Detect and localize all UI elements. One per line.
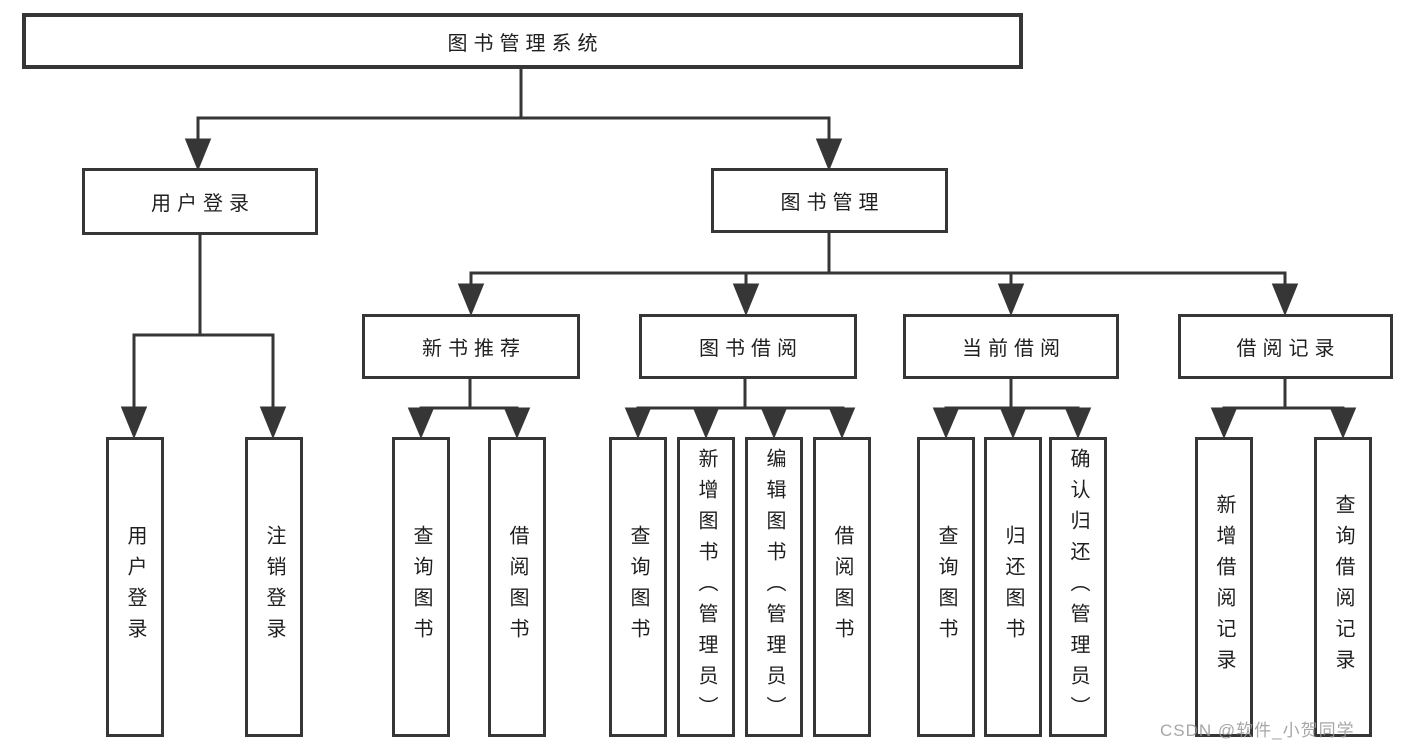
node-book-borrow-label: 图书借阅 (699, 338, 803, 360)
node-borrow-books-2: 借阅图书 (813, 437, 871, 737)
node-current-borrow: 当前借阅 (903, 314, 1119, 379)
node-edit-book-admin: 编辑图书（管理员） (745, 437, 803, 737)
node-logout-label: 注销登录 (263, 525, 285, 649)
connector-borrowrecords-to-leaves (1210, 379, 1357, 439)
node-user-login-label: 用户登录 (151, 193, 255, 215)
node-add-borrow-record: 新增借阅记录 (1195, 437, 1253, 737)
node-confirm-return-admin-label: 确认归还（管理员） (1067, 447, 1089, 727)
node-borrow-records: 借阅记录 (1178, 314, 1393, 379)
connector-userlogin-to-leaves (120, 235, 287, 439)
node-edit-book-admin-label: 编辑图书（管理员） (763, 447, 785, 727)
node-confirm-return-admin: 确认归还（管理员） (1049, 437, 1107, 737)
node-return-book: 归还图书 (984, 437, 1042, 737)
node-borrow-books-2-label: 借阅图书 (831, 525, 853, 649)
node-current-borrow-label: 当前借阅 (962, 338, 1066, 360)
node-query-books-2-label: 查询图书 (627, 525, 649, 649)
connector-bookmgmt-to-level3 (457, 233, 1299, 316)
node-user-login-leaf-label: 用户登录 (124, 525, 146, 649)
node-book-management-label: 图书管理 (780, 192, 885, 214)
node-borrow-books-1: 借阅图书 (488, 437, 546, 737)
node-book-management: 图书管理 (711, 168, 948, 233)
node-add-borrow-record-label: 新增借阅记录 (1213, 494, 1235, 680)
node-query-books-3-label: 查询图书 (935, 525, 957, 649)
node-book-borrow: 图书借阅 (639, 314, 857, 379)
node-return-book-label: 归还图书 (1002, 525, 1024, 649)
node-new-book-recommend-label: 新书推荐 (422, 338, 526, 360)
node-query-books-1: 查询图书 (392, 437, 450, 737)
node-library-system: 图书管理系统 (22, 13, 1023, 69)
connector-root-to-level2 (184, 67, 843, 171)
node-query-books-3: 查询图书 (917, 437, 975, 737)
node-query-books-1-label: 查询图书 (410, 525, 432, 649)
node-logout: 注销登录 (245, 437, 303, 737)
node-add-book-admin: 新增图书（管理员） (677, 437, 735, 737)
node-add-book-admin-label: 新增图书（管理员） (695, 447, 717, 727)
node-borrow-records-label: 借阅记录 (1236, 338, 1341, 360)
csdn-watermark: CSDN @软件_小贺同学 (1160, 721, 1355, 740)
node-query-borrow-record: 查询借阅记录 (1314, 437, 1372, 737)
connector-newbook-to-leaves (407, 379, 531, 439)
node-borrow-books-1-label: 借阅图书 (506, 525, 528, 649)
connector-bookborrow-to-leaves (624, 379, 856, 439)
node-query-borrow-record-label: 查询借阅记录 (1332, 494, 1354, 680)
node-user-login-leaf: 用户登录 (106, 437, 164, 737)
connector-currentborrow-to-leaves (932, 379, 1092, 439)
node-query-books-2: 查询图书 (609, 437, 667, 737)
node-library-system-label: 图书管理系统 (447, 32, 604, 55)
node-new-book-recommend: 新书推荐 (362, 314, 580, 379)
node-user-login: 用户登录 (82, 168, 318, 235)
